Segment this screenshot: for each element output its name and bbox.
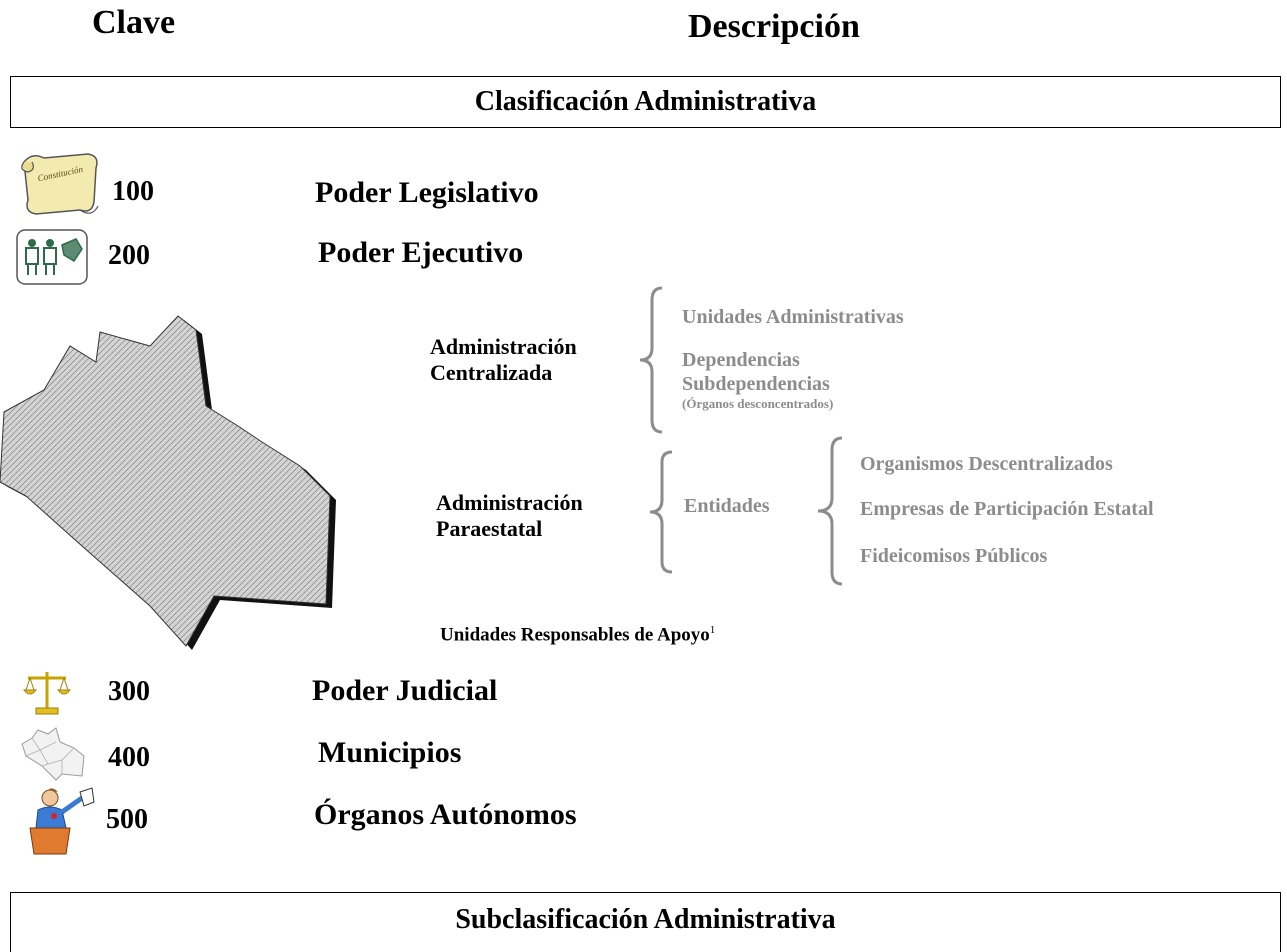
fideicomisos-publicos: Fideicomisos Públicos xyxy=(860,545,1048,567)
admin-centralizada-label: Administración Centralizada xyxy=(430,334,577,386)
code-300: 300 xyxy=(108,676,150,707)
code-200: 200 xyxy=(108,240,150,271)
admin-paraestatal-label: Administración Paraestatal xyxy=(436,490,583,542)
state-map-icon xyxy=(0,315,336,650)
admin-paraestatal-line2: Paraestatal xyxy=(436,516,543,541)
footnote-marker: 1 xyxy=(709,624,716,636)
municipal-map-icon xyxy=(21,727,85,781)
subdependencias: Subdependencias xyxy=(682,373,830,395)
dependencias-group: Dependencias Subdependencias (Órganos de… xyxy=(682,348,833,412)
desc-municipios: Municipios xyxy=(318,736,462,769)
section-title-clasificacion: Clasificación Administrativa xyxy=(10,76,1281,128)
admin-centralizada-line1: Administración xyxy=(430,334,577,359)
desc-poder-legislativo: Poder Legislativo xyxy=(315,176,539,209)
desc-poder-judicial: Poder Judicial xyxy=(312,674,498,707)
admin-paraestatal-line1: Administración xyxy=(436,490,583,515)
unidades-responsables-apoyo: Unidades Responsables de Apoyo1 xyxy=(440,624,715,646)
code-400: 400 xyxy=(108,742,150,773)
unidades-administrativas: Unidades Administrativas xyxy=(682,306,904,328)
desc-poder-ejecutivo: Poder Ejecutivo xyxy=(318,236,524,269)
section-title-text: Clasificación Administrativa xyxy=(474,86,817,117)
entidades: Entidades xyxy=(684,495,770,517)
organos-desconcentrados-note: (Órganos desconcentrados) xyxy=(682,396,834,411)
dependencias: Dependencias xyxy=(682,349,800,371)
organismos-descentralizados: Organismos Descentralizados xyxy=(860,453,1113,475)
officials-icon xyxy=(16,229,88,285)
header-descripcion: Descripción xyxy=(688,8,860,45)
apoyo-text: Unidades Responsables de Apoyo xyxy=(440,624,710,646)
brace-centralizada xyxy=(639,286,663,434)
desc-organos-autonomos: Órganos Autónomos xyxy=(314,798,577,831)
scales-icon xyxy=(22,672,72,715)
code-100: 100 xyxy=(112,176,154,207)
code-500: 500 xyxy=(106,804,148,835)
header-clave: Clave xyxy=(92,4,176,41)
speaker-podium-icon xyxy=(29,787,95,855)
admin-centralizada-line2: Centralizada xyxy=(430,360,553,385)
scroll-icon: Constitución xyxy=(21,153,99,215)
section-title-bottom-text: Subclasificación Administrativa xyxy=(455,903,836,935)
empresas-participacion-estatal: Empresas de Participación Estatal xyxy=(860,498,1154,520)
brace-paraestatal xyxy=(649,450,673,574)
brace-entidades xyxy=(817,436,843,586)
section-title-subclasificacion: Subclasificación Administrativa xyxy=(10,892,1281,952)
